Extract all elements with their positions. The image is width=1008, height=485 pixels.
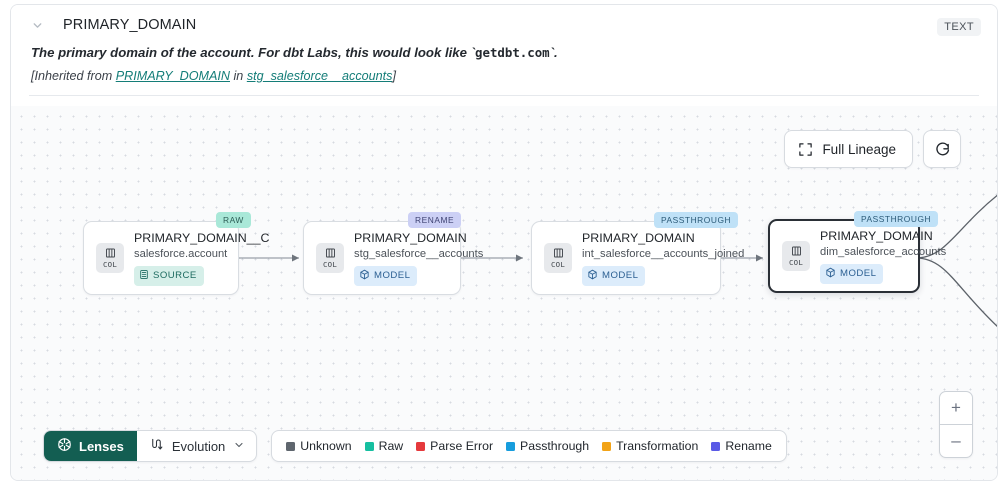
node-body: PRIMARY_DOMAIN int_salesforce__accounts_j…: [582, 231, 744, 286]
column-icon: COL: [544, 243, 572, 273]
legend-swatch: [711, 441, 721, 451]
legend-item[interactable]: Passthrough: [506, 439, 589, 453]
refresh-button[interactable]: [923, 130, 961, 168]
lenses-label: Lenses: [79, 438, 124, 454]
column-icon: COL: [782, 241, 810, 271]
evolution-dropdown[interactable]: Evolution: [137, 431, 256, 461]
description-code: getdbt.com: [475, 45, 550, 60]
chevron-down-icon: [233, 439, 245, 454]
node-type-badge: MODEL: [354, 265, 418, 286]
inherited-mid: in: [230, 69, 247, 83]
zoom-in-button[interactable]: +: [951, 398, 961, 417]
description-prefix: The primary domain of the account. For d…: [31, 45, 476, 60]
expand-brackets-icon: [798, 142, 813, 157]
legend-label: Raw: [378, 439, 404, 453]
legend-item[interactable]: Parse Error: [416, 439, 493, 453]
header-divider: [29, 95, 979, 96]
lineage-node[interactable]: RAW COL PRIMARY_DOMAIN__C salesforce.accoun…: [83, 212, 269, 295]
lens-evolution-group: Lenses Evolution: [43, 430, 258, 462]
lineage-canvas[interactable]: Full Lineage + – RAW COL PRIMARY_DOMAIN__C…: [11, 106, 997, 480]
legend-label: Transformation: [616, 439, 699, 453]
zoom-out-button[interactable]: –: [951, 431, 961, 450]
node-type-badge-label: SOURCE: [153, 270, 197, 281]
cube-icon: [825, 267, 836, 281]
inherited-model-link[interactable]: stg_salesforce__accounts: [246, 69, 393, 83]
column-description: The primary domain of the account. For d…: [31, 45, 979, 60]
chevron-down-icon[interactable]: [29, 17, 45, 33]
node-title: PRIMARY_DOMAIN__C: [134, 230, 270, 245]
column-icon-label: COL: [103, 260, 117, 269]
node-type-badge: MODEL: [582, 265, 646, 286]
node-type-badge-label: MODEL: [840, 268, 877, 279]
lenses-button[interactable]: Lenses: [44, 431, 137, 461]
page-title: PRIMARY_DOMAIN: [63, 17, 197, 33]
type-badge: TEXT: [937, 18, 981, 36]
legend-swatch: [602, 441, 612, 451]
column-icon: COL: [316, 243, 344, 273]
node-title: PRIMARY_DOMAIN: [354, 230, 467, 245]
refresh-icon: [934, 141, 951, 158]
column-icon: COL: [96, 243, 124, 273]
node-subtitle: int_salesforce__accounts_joined: [582, 247, 745, 260]
node-type-badge: SOURCE: [134, 265, 204, 286]
aperture-icon: [57, 437, 72, 455]
zoom-controls: + –: [939, 391, 973, 458]
legend-swatch: [286, 441, 296, 451]
node-type-badge-label: MODEL: [374, 270, 411, 281]
zoom-divider: [940, 424, 972, 425]
full-lineage-button[interactable]: Full Lineage: [784, 130, 913, 168]
node-title: PRIMARY_DOMAIN: [582, 230, 695, 245]
evolution-path-icon: [149, 437, 164, 456]
cube-icon: [587, 269, 598, 283]
legend-label: Passthrough: [520, 439, 590, 453]
legend-swatch: [506, 441, 516, 451]
lineage-node[interactable]: PASSTHROUGH COL PRIMARY_DOMAIN dim_salesfor…: [768, 211, 946, 293]
legend-item[interactable]: Rename: [711, 439, 772, 453]
full-lineage-label: Full Lineage: [822, 141, 896, 157]
legend-item[interactable]: Unknown: [286, 439, 352, 453]
database-icon: [139, 269, 149, 283]
inherited-from-note: [Inherited from PRIMARY_DOMAIN in stg_sa…: [31, 69, 979, 83]
panel-frame: PRIMARY_DOMAIN TEXT The primary domain o…: [10, 4, 998, 481]
legend-label: Rename: [725, 439, 772, 453]
node-title: PRIMARY_DOMAIN: [820, 228, 933, 243]
node-lens-tag: PASSTHROUGH: [654, 212, 739, 228]
lineage-node[interactable]: PASSTHROUGH COL PRIMARY_DOMAIN int_salesfor…: [531, 212, 744, 295]
legend-item[interactable]: Raw: [364, 439, 404, 453]
lineage-node[interactable]: RENAME COL PRIMARY_DOMAIN stg_salesforce__a…: [303, 212, 483, 295]
node-subtitle: dim_salesforce_accounts: [820, 245, 947, 258]
panel-header: PRIMARY_DOMAIN TEXT The primary domain o…: [11, 5, 997, 106]
column-icon-label: COL: [789, 258, 803, 267]
node-type-badge: MODEL: [820, 263, 884, 284]
node-type-badge-label: MODEL: [602, 270, 639, 281]
column-icon-label: COL: [323, 260, 337, 269]
legend-label: Unknown: [300, 439, 352, 453]
column-icon-label: COL: [551, 260, 565, 269]
legend-label: Parse Error: [430, 439, 494, 453]
legend-swatch: [416, 441, 426, 451]
canvas-top-controls: Full Lineage: [784, 130, 961, 168]
node-lens-tag: PASSTHROUGH: [854, 211, 939, 227]
legend-swatch: [364, 441, 374, 451]
node-lens-tag: RAW: [216, 212, 251, 228]
evolution-label: Evolution: [171, 438, 226, 454]
cube-icon: [359, 269, 370, 283]
lineage-legend: Unknown Raw Parse Error Passthrough Transfor…: [271, 430, 787, 462]
inherited-column-link[interactable]: PRIMARY_DOMAIN: [115, 69, 230, 83]
canvas-bottom-toolbar: Lenses Evolution: [43, 430, 787, 462]
node-subtitle: salesforce.account: [134, 247, 228, 260]
node-subtitle: stg_salesforce__accounts: [354, 247, 484, 260]
legend-item[interactable]: Transformation: [602, 439, 698, 453]
inherited-open: [Inherited from: [31, 69, 116, 83]
description-suffix: `.: [549, 45, 558, 60]
node-lens-tag: RENAME: [408, 212, 462, 228]
inherited-close: ]: [392, 69, 396, 83]
